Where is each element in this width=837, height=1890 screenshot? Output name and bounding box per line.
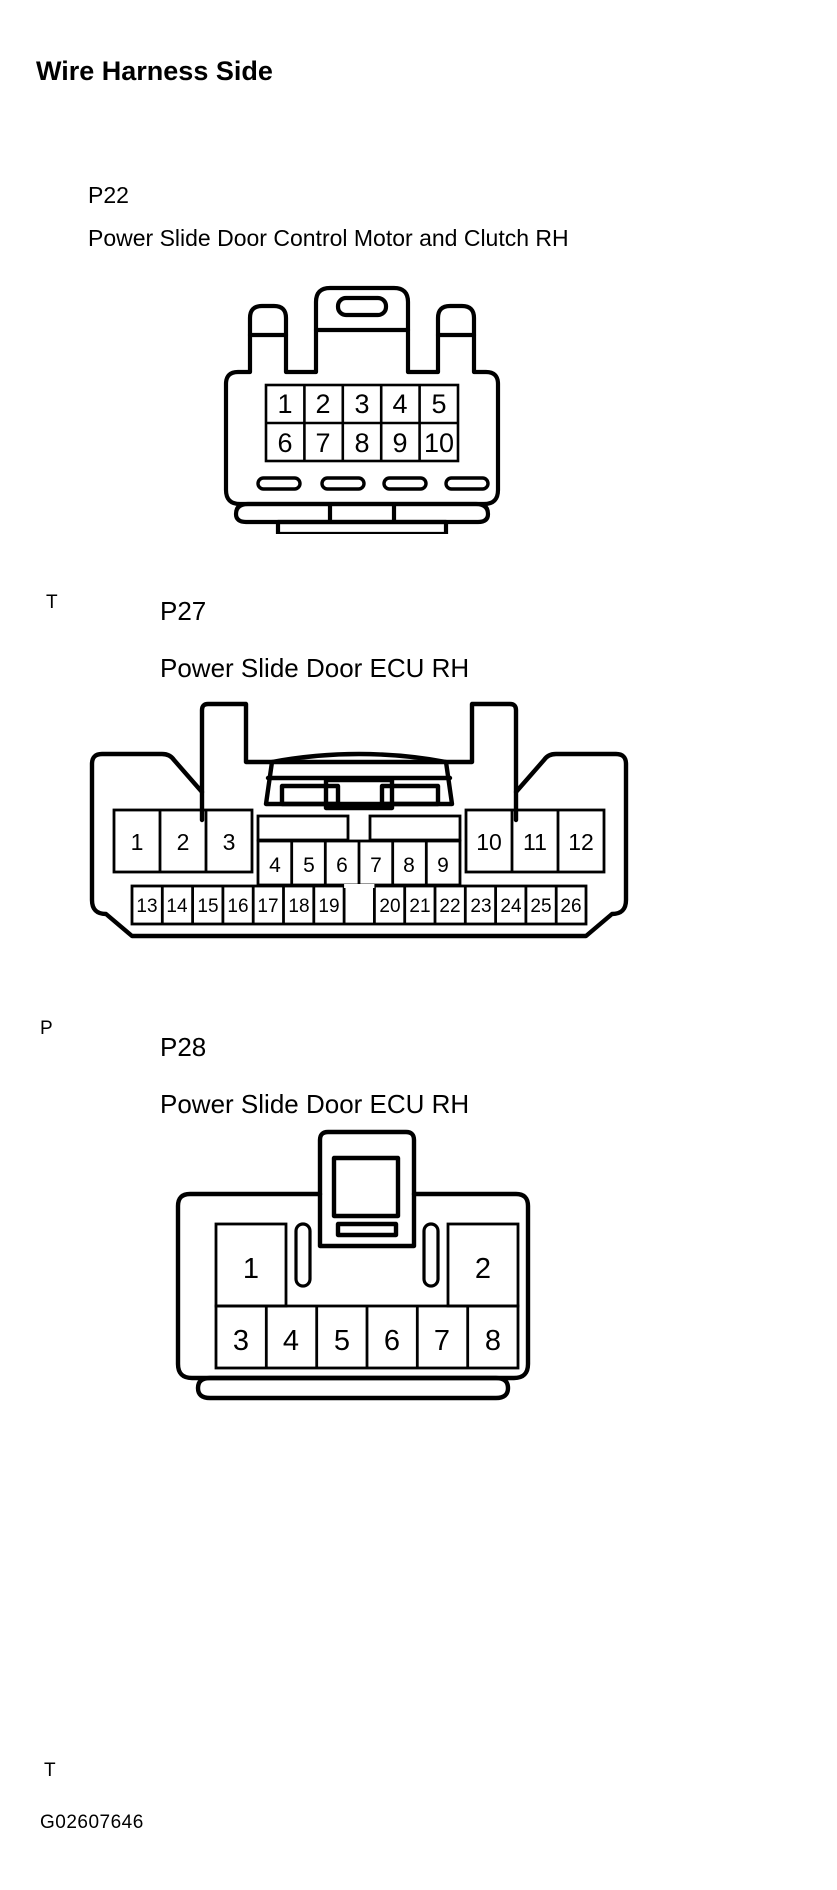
pin-label: 5: [334, 1325, 350, 1357]
connector-description-p22: Power Slide Door Control Motor and Clutc…: [88, 225, 569, 251]
connector-description-p27: Power Slide Door ECU RH: [160, 653, 470, 683]
pin-label: 10: [424, 428, 454, 458]
pin-label: 2: [315, 389, 330, 419]
margin-mark-t-upper: T: [46, 592, 58, 613]
pin-label: 7: [315, 428, 330, 458]
pin-label: 4: [392, 389, 407, 419]
retention-slot: [382, 476, 428, 491]
pin-label: 1: [131, 829, 144, 855]
pin-label: 7: [370, 854, 382, 877]
retention-slot: [256, 476, 302, 491]
pin-label: 10: [476, 829, 502, 855]
pin-label: 5: [431, 389, 446, 419]
pin-label: 23: [470, 896, 491, 917]
pin-label: 6: [277, 428, 292, 458]
retention-slot: [320, 476, 366, 491]
connector-code-p28: P28: [160, 1032, 207, 1062]
pin-label: 16: [227, 896, 248, 917]
pin-label: 8: [403, 854, 415, 877]
pin-label: 13: [136, 896, 157, 917]
pin-label: 4: [283, 1325, 299, 1357]
pin-label: 26: [560, 896, 581, 917]
connector-code-p27: P27: [160, 596, 207, 626]
pin-label: 24: [500, 896, 522, 917]
pin-label: 2: [475, 1253, 491, 1285]
pin-label: 5: [303, 854, 315, 877]
pin-label: 21: [409, 896, 430, 917]
connector-code-p22: P22: [88, 182, 129, 208]
blank-slot: [368, 814, 462, 842]
pin-label: 2: [177, 829, 190, 855]
pin-label: 18: [288, 896, 309, 917]
pin-label: 6: [384, 1325, 400, 1357]
pin-label: 15: [197, 896, 218, 917]
pin-label: 3: [223, 829, 236, 855]
pin-label: 7: [434, 1325, 450, 1357]
margin-mark-t-lower: T: [44, 1760, 56, 1781]
pin-label: 1: [277, 389, 292, 419]
pin-label: 11: [523, 829, 547, 855]
pin-label: 8: [485, 1325, 501, 1357]
connector-drawing-p22: 1 2 3 4 5 6 7 8 9 10: [223, 285, 501, 534]
pin-label: 14: [166, 896, 188, 917]
pin-label: 12: [568, 829, 594, 855]
pin-label: 6: [336, 854, 348, 877]
pin-label: 9: [437, 854, 449, 877]
pin-label: 19: [318, 896, 339, 917]
margin-mark-p: P: [40, 1018, 53, 1039]
connector-description-p28: Power Slide Door ECU RH: [160, 1089, 470, 1119]
pin-label: 9: [392, 428, 407, 458]
guide-slot: [422, 1222, 440, 1288]
pin-label: 3: [354, 389, 369, 419]
connector-drawing-p27: 1 2 3 4 5 6 7 8 9: [89, 701, 629, 939]
pin-label: 1: [243, 1253, 259, 1285]
connector-drawing-p28: 1 2 3 4 5 6 7 8: [175, 1129, 531, 1401]
pin-label: 8: [354, 428, 369, 458]
figure-id: G02607646: [40, 1812, 144, 1833]
pin-label: 4: [269, 854, 281, 877]
pin-label: 22: [439, 896, 460, 917]
guide-slot: [294, 1222, 312, 1288]
pin-label: 20: [379, 896, 400, 917]
page-title: Wire Harness Side: [36, 56, 273, 86]
blank-slot: [256, 814, 350, 842]
pin-label: 25: [530, 896, 551, 917]
pin-label: 17: [257, 896, 278, 917]
retention-slot: [444, 476, 490, 491]
pin-label: 3: [233, 1325, 249, 1357]
